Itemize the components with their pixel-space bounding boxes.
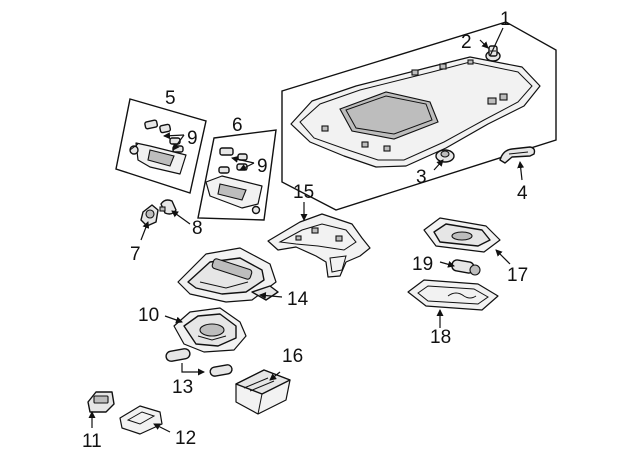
- callout-12: 12: [175, 428, 196, 449]
- callout-13: 13: [172, 377, 193, 398]
- console-bracket-part-15: [267, 213, 371, 278]
- module-part-16: [235, 369, 291, 415]
- leader-lines: [88, 27, 525, 433]
- callout-1: 1: [500, 9, 511, 30]
- lamp-part-11: [87, 391, 115, 413]
- dome-light-part-17: [423, 217, 501, 253]
- lamp-cover-part-12: [119, 405, 163, 435]
- bulb-holder-part-7: [140, 204, 159, 227]
- callout-17: 17: [507, 265, 528, 286]
- overhead-console-part-14: [177, 247, 279, 303]
- clip-part-3: [435, 149, 455, 163]
- callout-5: 5: [165, 88, 176, 109]
- callout-9-left: 9: [187, 128, 198, 149]
- bulbs-part-13: [165, 348, 233, 377]
- callout-9-right: 9: [257, 156, 268, 177]
- visor-panel-left: [115, 98, 207, 194]
- callout-labels: 1 2 3 4 5 6 7 8 9 9 10 11 12 13 14 15 16…: [82, 9, 528, 452]
- callout-15: 15: [293, 182, 314, 203]
- lens-part-18: [407, 279, 499, 311]
- callout-11: 11: [82, 431, 102, 452]
- callout-19: 19: [412, 254, 433, 275]
- visor-panel-right: [197, 129, 277, 221]
- callout-8: 8: [192, 218, 203, 239]
- bulb-part-19: [451, 259, 481, 276]
- map-light-part-10: [173, 307, 247, 353]
- callout-14: 14: [287, 289, 309, 310]
- callout-7: 7: [130, 244, 141, 265]
- headliner-clips: [321, 59, 508, 152]
- grab-handle-part-4: [499, 146, 536, 164]
- callout-4: 4: [517, 183, 528, 204]
- callout-2: 2: [461, 32, 472, 53]
- callout-10: 10: [138, 305, 159, 326]
- callout-3: 3: [416, 167, 427, 188]
- headliner-group: [281, 21, 557, 211]
- callout-16: 16: [282, 346, 303, 367]
- callout-6: 6: [232, 115, 243, 136]
- callout-18: 18: [430, 327, 451, 348]
